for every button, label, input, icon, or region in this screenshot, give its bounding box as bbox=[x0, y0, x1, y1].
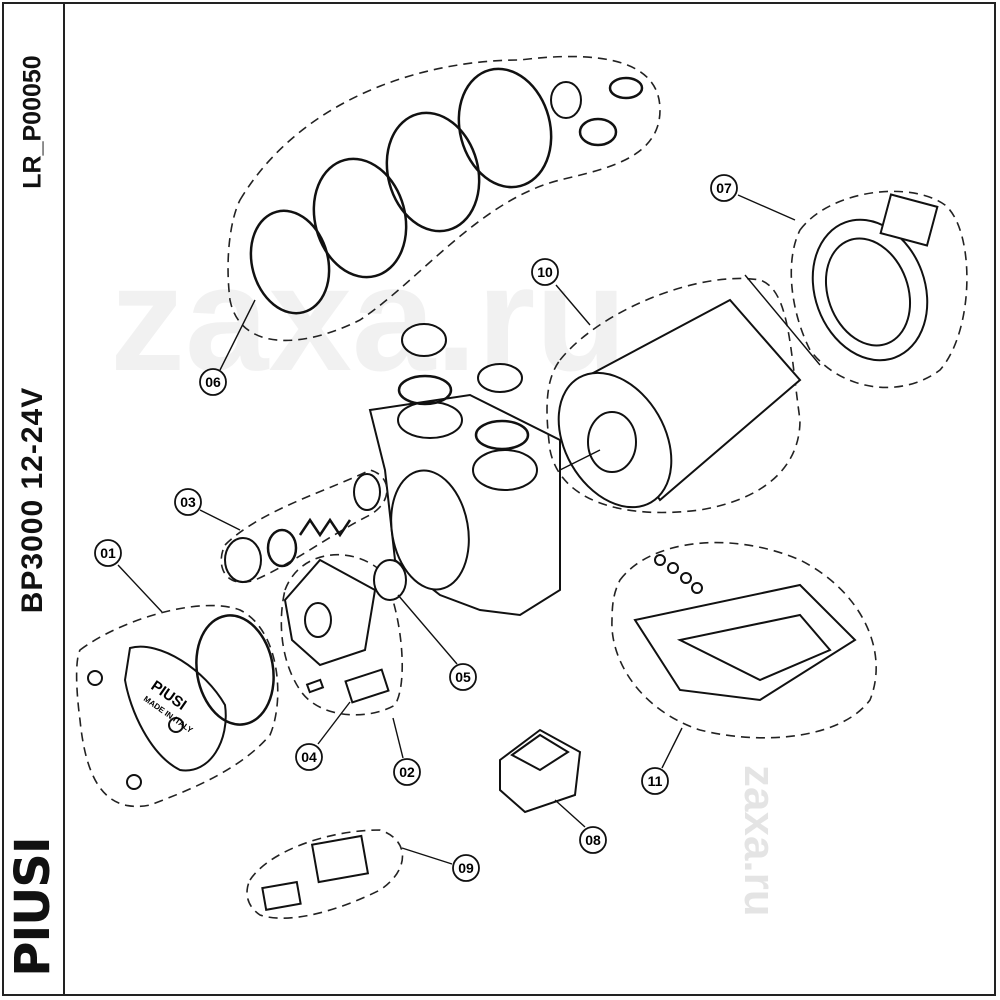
group-01-front-cover[interactable]: PIUSI MADE IN ITALY bbox=[75, 604, 282, 808]
svg-text:06: 06 bbox=[205, 374, 221, 390]
title-strip: LR_P00050 BP3000 12-24V PIUSI bbox=[2, 2, 65, 996]
svg-text:04: 04 bbox=[301, 749, 317, 765]
watermark-side: zaxa.ru bbox=[735, 765, 784, 917]
svg-text:09: 09 bbox=[458, 860, 474, 876]
svg-text:08: 08 bbox=[585, 832, 601, 848]
callout-07: 07 bbox=[710, 174, 738, 202]
group-11-mounting-bracket[interactable] bbox=[611, 541, 877, 739]
callout-02: 02 bbox=[393, 758, 421, 786]
group-07-rear-cover[interactable] bbox=[790, 190, 968, 389]
group-02-rotor[interactable] bbox=[280, 553, 407, 716]
svg-text:07: 07 bbox=[716, 180, 732, 196]
callout-08: 08 bbox=[579, 826, 607, 854]
group-03-bypass-valve[interactable] bbox=[220, 469, 388, 583]
group-10-motor[interactable] bbox=[536, 274, 821, 527]
group-08-switch[interactable] bbox=[499, 728, 582, 814]
callout-06: 06 bbox=[199, 368, 227, 396]
callout-03: 03 bbox=[174, 488, 202, 516]
leader-lines bbox=[117, 194, 796, 865]
callout-04: 04 bbox=[295, 743, 323, 771]
svg-text:10: 10 bbox=[537, 264, 553, 280]
callout-11: 11 bbox=[641, 767, 669, 795]
group-09-fuse-holder[interactable] bbox=[246, 829, 404, 919]
group-06-seal-kit[interactable] bbox=[227, 55, 661, 342]
callout-05: 05 bbox=[449, 663, 477, 691]
callout-10: 10 bbox=[531, 258, 559, 286]
svg-text:11: 11 bbox=[648, 773, 663, 789]
svg-text:02: 02 bbox=[399, 764, 415, 780]
callout-09: 09 bbox=[452, 854, 480, 882]
callout-01: 01 bbox=[94, 539, 122, 567]
svg-text:05: 05 bbox=[455, 669, 471, 685]
svg-text:03: 03 bbox=[180, 494, 196, 510]
svg-text:01: 01 bbox=[100, 545, 116, 561]
pump-body bbox=[368, 323, 561, 617]
